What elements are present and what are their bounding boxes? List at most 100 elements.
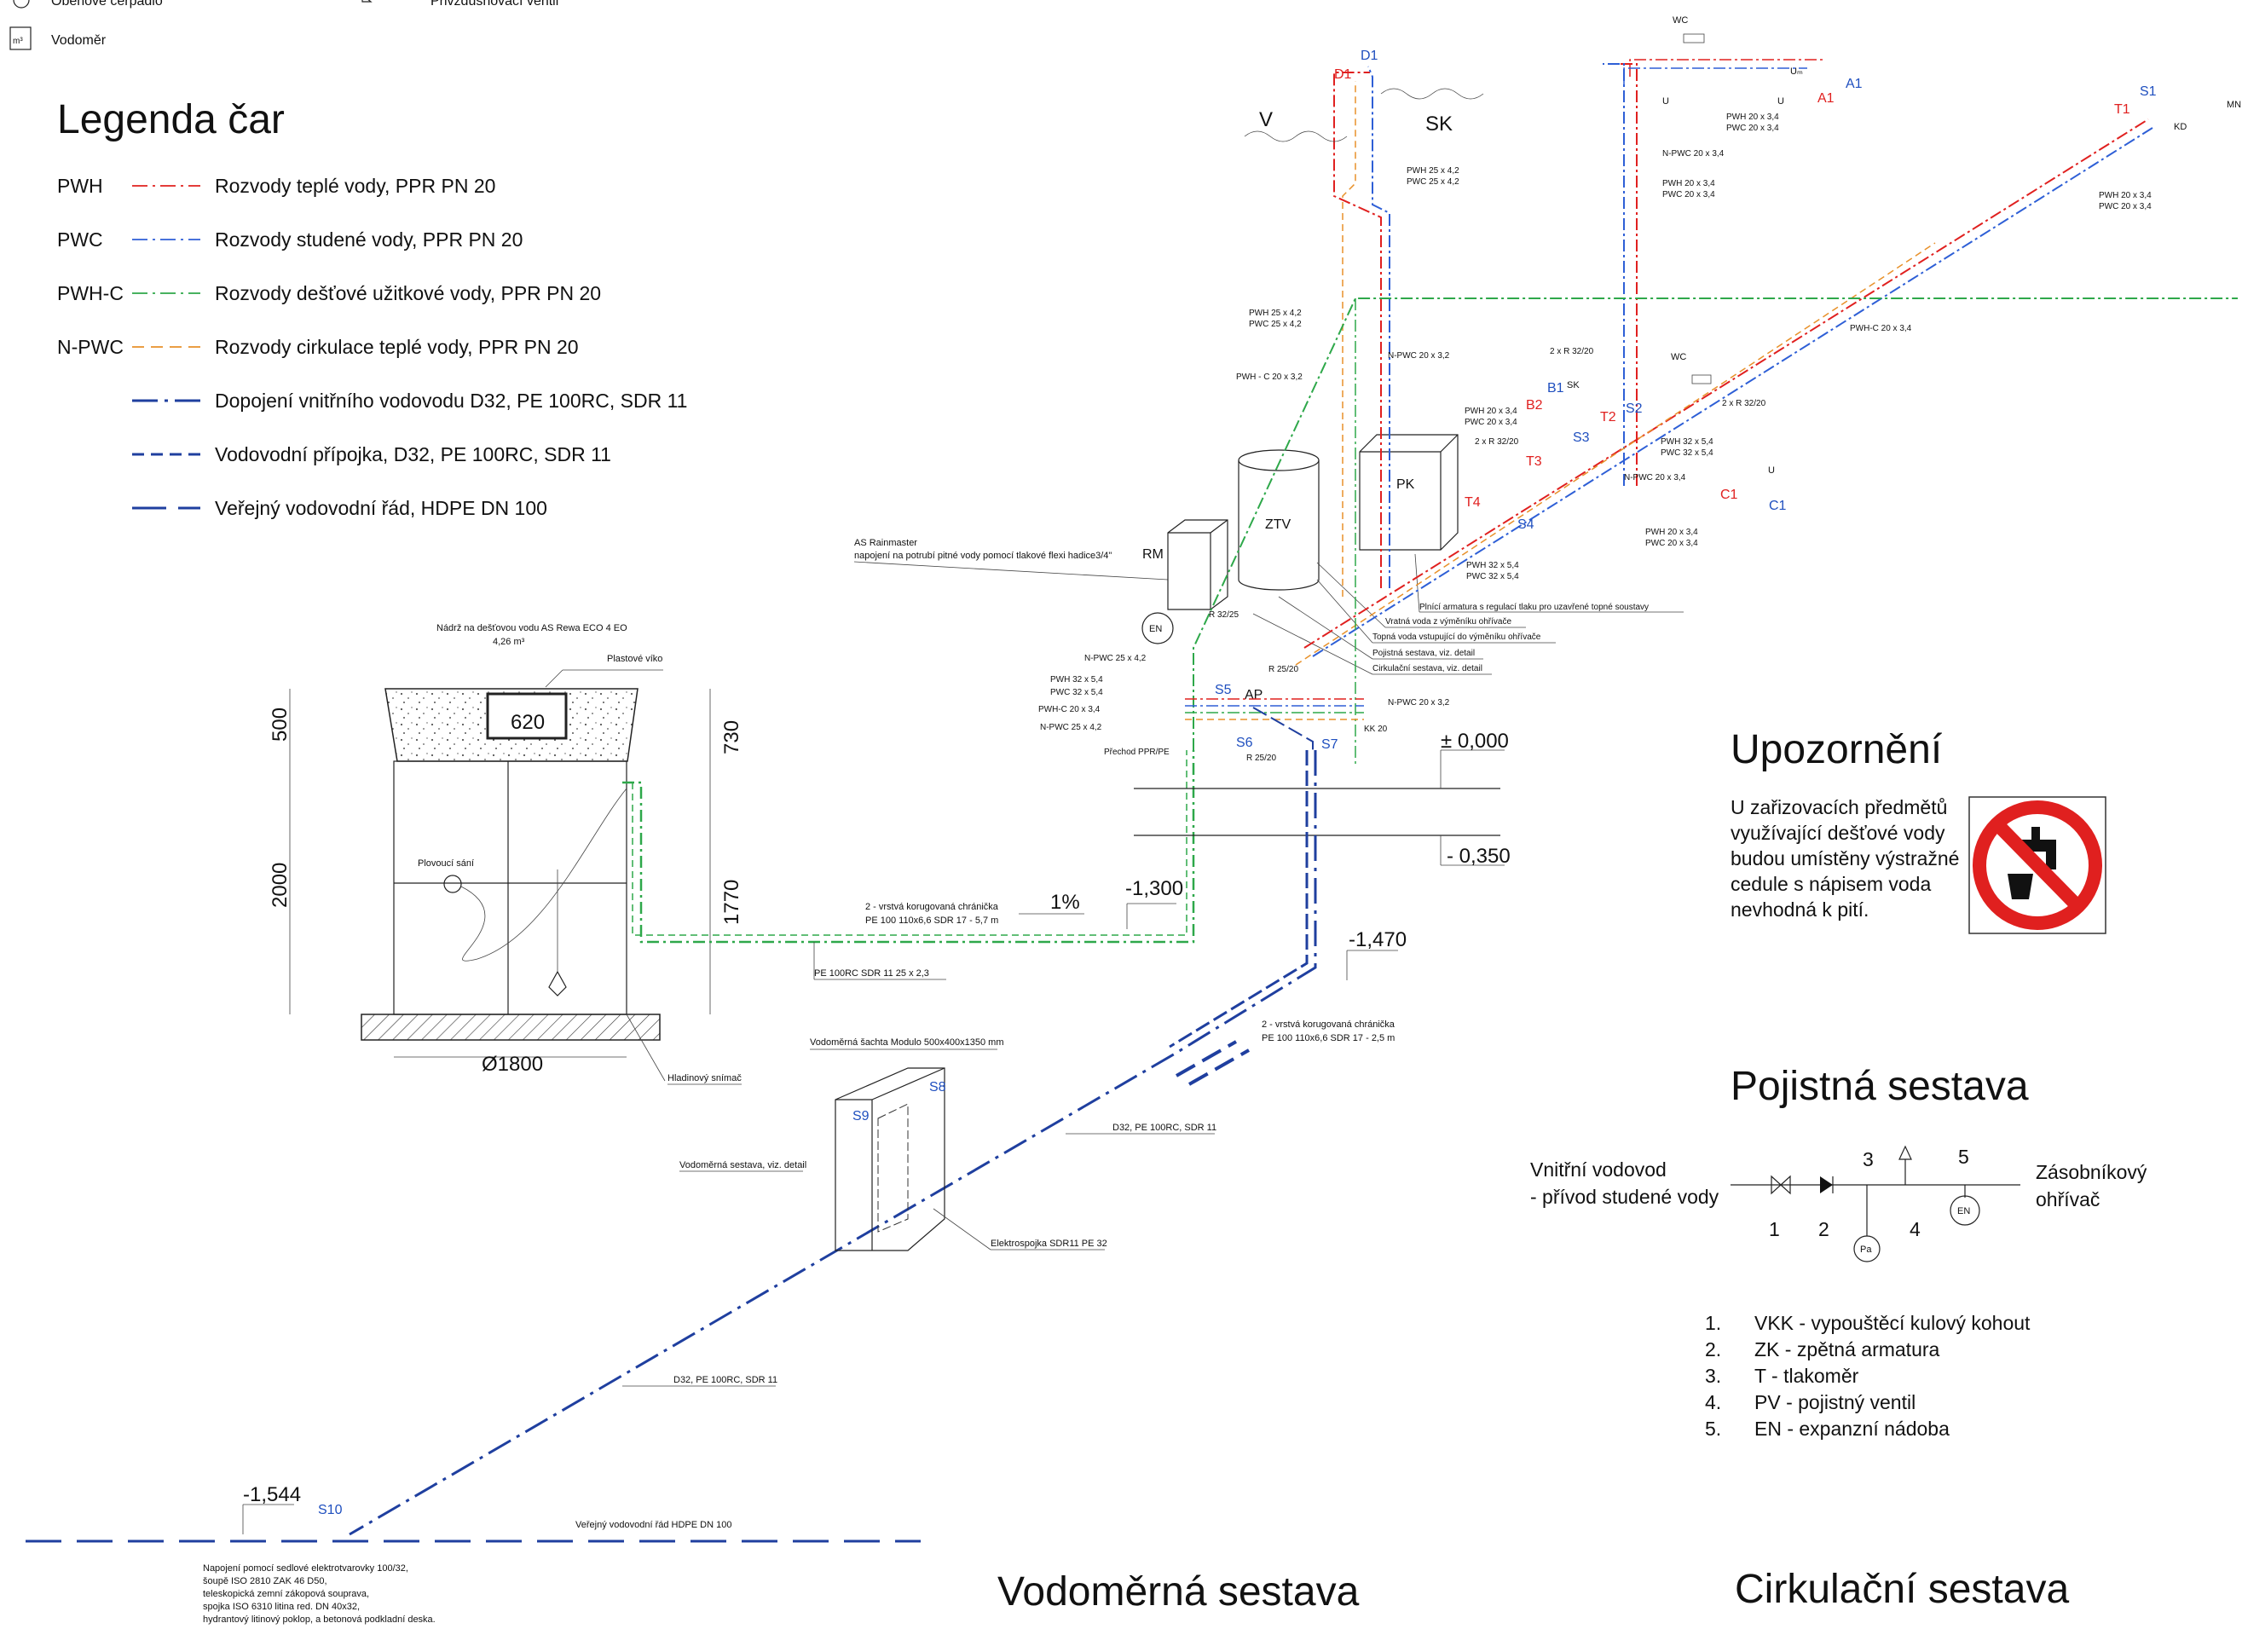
fixture-u2: U	[1777, 96, 1784, 107]
warning-line-1: U zařizovacích předmětů	[1731, 796, 1947, 818]
point-s9: S9	[852, 1109, 870, 1123]
level-markers: ± 0,000 - 0,350 -1,300 -1,470 -1,544	[242, 730, 1511, 1534]
legend-text: Rozvody teplé vody, PPR PN 20	[215, 175, 495, 197]
point-s8: S8	[929, 1080, 946, 1095]
num-4: 4	[1910, 1218, 1921, 1240]
tag-d1-pwh: PWH 25 x 4,2	[1407, 166, 1459, 176]
rainwater-tank: Nádrž na dešťovou vodu AS Rewa ECO 4 EO …	[269, 623, 743, 1085]
vratna-label: Vratná voda z výměníku ohřívače	[1385, 617, 1511, 627]
coupler-label: Elektrospojka SDR11 PE 32	[991, 1239, 1107, 1249]
safety-title: Pojistná sestava	[1731, 1064, 2029, 1109]
tag-pwhc34: PWH-C 20 x 3,4	[1850, 324, 1912, 333]
safety-list-text: VKK - vypouštěcí kulový kohout	[1754, 1312, 2031, 1334]
safety-left-a: Vnitřní vodovod	[1530, 1158, 1667, 1181]
safety-list-text: ZK - zpětná armatura	[1754, 1338, 1940, 1360]
legend-row: PWH-C Rozvody dešťové užitkové vody, PPR …	[57, 282, 601, 304]
tank-lid	[486, 692, 568, 740]
tag-d2-pwc: PWC 25 x 4,2	[1249, 320, 1302, 329]
chranicka2-a: 2 - vrstvá korugovaná chránička	[1262, 1020, 1395, 1030]
point-c1-red: C1	[1720, 488, 1738, 502]
point-s1: S1	[2140, 84, 2157, 99]
point-c1: C1	[1769, 499, 1787, 513]
float-label: Plovoucí sání	[418, 858, 474, 869]
fixture-wc: WC	[1673, 15, 1688, 26]
sensor-label: Hladinový snímač	[667, 1073, 742, 1083]
safety-list-number: 4.	[1705, 1391, 1721, 1413]
legend-text: Rozvody dešťové užitkové vody, PPR PN 20	[215, 282, 601, 304]
warning-line-3: budou umístěny výstražné	[1731, 847, 1959, 869]
safety-list-number: 5.	[1705, 1418, 1721, 1440]
legend-code: N-PWC	[57, 336, 124, 358]
ztv-top	[1238, 449, 1320, 471]
lid-size: 620	[511, 711, 545, 734]
tag-vert-pwh: PWH 20 x 3,4	[1662, 179, 1715, 188]
fixture-kd: KD	[2174, 122, 2187, 132]
chranicka1-b: PE 100 110x6,6 SDR 17 - 5,7 m	[865, 916, 998, 926]
tag-left-pwh: PWH 32 x 5,4	[1050, 675, 1103, 684]
fixture-v: V	[1259, 108, 1273, 131]
level-zero: ± 0,000	[1441, 730, 1509, 753]
safety-list-text: T - tlakoměr	[1754, 1365, 1859, 1387]
point-s3: S3	[1573, 430, 1590, 445]
legend-row: Veřejný vodovodní řád, HDPE DN 100	[132, 497, 547, 519]
legend-text: Veřejný vodovodní řád, HDPE DN 100	[215, 497, 547, 519]
point-s7: S7	[1321, 737, 1338, 752]
pressure-gauge-icon	[1853, 1235, 1881, 1262]
point-a1-red: A1	[1817, 91, 1835, 106]
title-cirkulacni: Cirkulační sestava	[1735, 1567, 2069, 1612]
legend-code: PWH-C	[57, 282, 124, 304]
tank-volume: 4,26 m³	[493, 637, 525, 647]
note-line-4: spojka ISO 6310 litina red. DN 40x32,	[203, 1602, 360, 1612]
tag-npwc32: N-PWC 20 x 3,2	[1388, 351, 1450, 361]
air-valve-icon	[361, 0, 373, 3]
tag-left-pwhc: PWH-C 20 x 3,4	[1038, 705, 1101, 714]
point-s4: S4	[1517, 517, 1534, 532]
meter-shaft	[835, 1067, 945, 1251]
point-s6: S6	[1236, 736, 1253, 750]
note-line-1: Napojení pomocí sedlové elektrotvarovky …	[203, 1563, 408, 1574]
num-2: 2	[1818, 1218, 1829, 1240]
tank-body	[393, 760, 627, 1015]
pk-boiler	[1359, 434, 1459, 551]
tag-pk54-pwh: PWH 32 x 5,4	[1661, 437, 1713, 447]
pk-label: PK	[1396, 477, 1415, 492]
tag-t4-pwh: PWH 32 x 5,4	[1466, 561, 1519, 570]
fixture-sk: SK	[1425, 113, 1453, 136]
tag-s1-pwh: PWH 20 x 3,4	[2099, 191, 2152, 200]
tag-prechod: Přechod PPR/PE	[1104, 748, 1170, 757]
shaft-title: Vodoměrná šachta Modulo 500x400x1350 mm	[810, 1037, 1003, 1048]
connection-note: Napojení pomocí sedlové elektrotvarovky …	[203, 1563, 436, 1625]
safety-list-text: PV - pojistný ventil	[1754, 1391, 1916, 1413]
legend-text: Vodovodní přípojka, D32, PE 100RC, SDR 1…	[215, 443, 611, 465]
safety-list-number: 2.	[1705, 1338, 1721, 1360]
point-b1: B1	[1547, 381, 1564, 396]
tag-left-npwc: N-PWC 25 x 4,2	[1040, 723, 1102, 732]
point-s10: S10	[318, 1503, 343, 1517]
tag-r3225: R 32/25	[1209, 610, 1239, 620]
dim-730: 730	[720, 720, 743, 754]
tag-kk20: KK 20	[1364, 725, 1388, 734]
tag-a1-pwc: PWC 20 x 3,4	[1726, 124, 1779, 133]
fixture-u3: U	[1768, 465, 1775, 476]
point-t4: T4	[1465, 495, 1481, 510]
rainmaster-label-a: AS Rainmaster	[854, 538, 917, 548]
tag-left-pwc: PWC 32 x 5,4	[1050, 688, 1103, 697]
legend-row: Dopojení vnitřního vodovodu D32, PE 100R…	[132, 390, 687, 412]
expansion-vessel-icon	[1950, 1195, 1980, 1226]
legend-code: PWH	[57, 175, 103, 197]
rainmaster-unit	[1167, 519, 1228, 610]
safety-right-a: Zásobníkový	[2036, 1161, 2147, 1183]
symbol-legend: Oběhové čerpadlo Přivzdušňovací ventil m…	[9, 0, 558, 50]
pump-icon	[13, 0, 30, 9]
point-d1-blue: D1	[1361, 49, 1378, 63]
chranicka1-a: 2 - vrstvá korugovaná chránička	[865, 902, 999, 912]
warning-line-5: nevhodná k pití.	[1731, 898, 1869, 921]
legend-text: Rozvody studené vody, PPR PN 20	[215, 228, 523, 251]
point-s5: S5	[1215, 683, 1232, 697]
rm-label: RM	[1142, 547, 1164, 562]
water-meter-symbol: m³	[13, 37, 23, 46]
point-t2: T2	[1600, 410, 1616, 425]
safety-valve-icon	[1898, 1145, 1912, 1160]
